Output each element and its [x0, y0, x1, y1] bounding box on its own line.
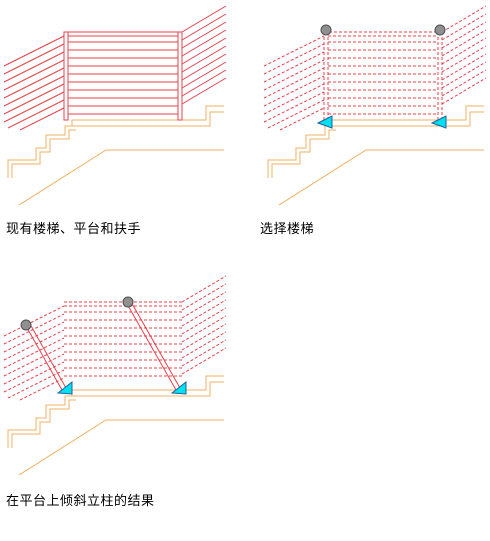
- left-railing-result: [3, 305, 65, 401]
- bottom-right-arrow-grip[interactable]: [430, 115, 447, 129]
- top-left-grip[interactable]: [320, 24, 332, 36]
- slanted-posts: [25, 299, 181, 391]
- caption-select: 选择楼梯: [260, 222, 315, 237]
- right-post-top-grip[interactable]: [122, 296, 134, 308]
- landing-railing: [63, 31, 183, 121]
- right-railing: [181, 5, 227, 105]
- right-post-arrow-grip[interactable]: [170, 380, 187, 395]
- illustration-select-stair: [260, 0, 490, 205]
- stair-outline: [7, 105, 224, 205]
- left-post-top-grip[interactable]: [20, 319, 32, 331]
- right-railing-selected: [441, 5, 487, 105]
- stair-outline: [7, 375, 224, 475]
- left-railing-selected: [263, 35, 325, 131]
- top-right-grip[interactable]: [434, 24, 446, 36]
- stair-outline: [267, 105, 484, 205]
- result-stair-drawing: [3, 275, 227, 475]
- illustration-existing: [0, 0, 230, 205]
- landing-railing-result: [64, 301, 182, 377]
- caption-result: 在平台上倾斜立柱的结果: [6, 494, 155, 509]
- illustration-result: [0, 270, 230, 475]
- right-railing-result: [181, 275, 227, 375]
- bottom-left-arrow-grip[interactable]: [316, 115, 333, 129]
- landing-railing-selected: [323, 31, 443, 120]
- selected-stair-drawing: [263, 5, 487, 205]
- caption-existing: 现有楼梯、平台和扶手: [6, 222, 142, 237]
- existing-stair-drawing: [3, 5, 227, 205]
- left-post-arrow-grip[interactable]: [56, 380, 73, 395]
- left-railing: [3, 35, 65, 131]
